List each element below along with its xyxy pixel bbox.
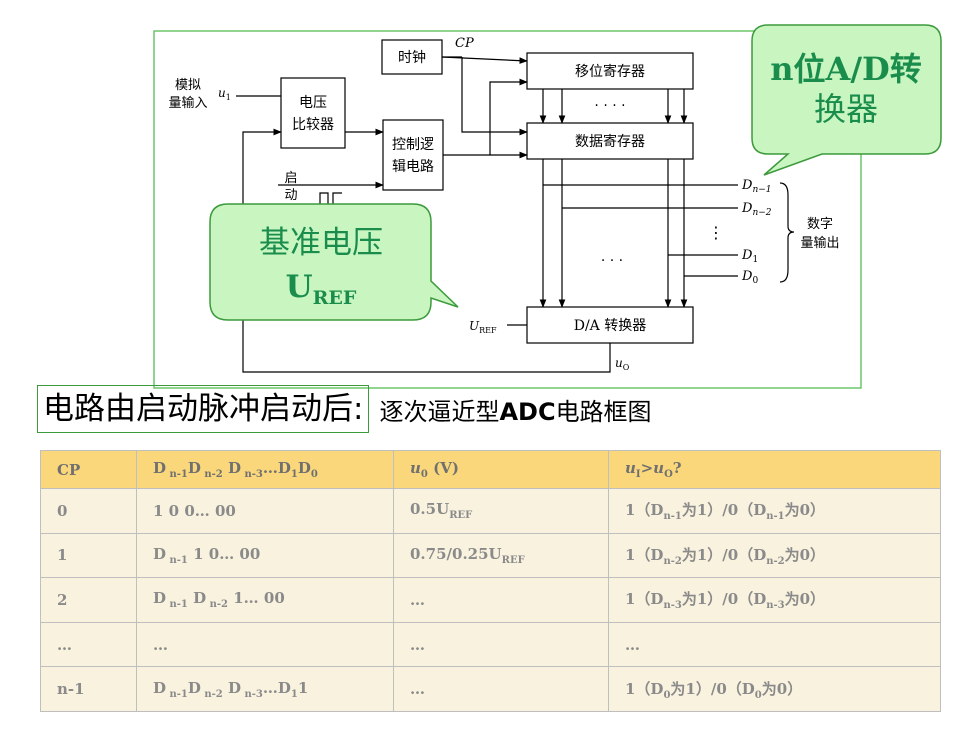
- ad-converter-callout: [751, 24, 942, 176]
- output-d0: D0: [741, 269, 758, 286]
- table-cell: …: [393, 621, 609, 668]
- caption-main: 电路由启动脉冲启动后:: [37, 385, 370, 433]
- clock-block: [381, 39, 443, 75]
- caption: 电路由启动脉冲启动后: 逐次逼近型ADC电路框图: [37, 385, 652, 433]
- table-cell: …: [393, 577, 609, 623]
- table-cell: …: [136, 621, 394, 668]
- analog-input-label-2: 量输入: [168, 95, 207, 111]
- comparator-label-1: 电压: [299, 95, 327, 111]
- table-header-cell: CP: [40, 450, 137, 489]
- data-register-block: [526, 122, 694, 160]
- table-cell: n-1: [40, 666, 137, 712]
- control-logic-block: [382, 119, 444, 191]
- output-d1: D1: [741, 248, 758, 265]
- cp-label: CP: [455, 36, 474, 51]
- control-logic-label-2: 辑电路: [392, 159, 434, 175]
- output-brace: [779, 182, 795, 283]
- diagram-frame: [153, 30, 862, 389]
- table-cell: 1（Dn-2为1）/0（Dn-2为0）: [608, 532, 941, 579]
- table-cell: …: [40, 621, 137, 668]
- start-label-1: 启: [284, 171, 297, 186]
- reference-voltage-callout: [209, 203, 459, 321]
- uo-label: uO: [615, 356, 630, 372]
- table-cell: 1: [40, 532, 137, 579]
- table-cell: 1 0 0… 00: [136, 488, 394, 534]
- caption-subtitle: 逐次逼近型ADC电路框图: [379, 397, 652, 426]
- table-cell: 1（Dn-1为1）/0（Dn-1为0）: [608, 488, 941, 534]
- output-dn2: Dn−2: [741, 201, 772, 218]
- shift-register-label: 移位寄存器: [575, 63, 645, 80]
- data-register-label: 数据寄存器: [575, 133, 645, 150]
- start-label-2: 动: [284, 188, 297, 203]
- table-cell: D n-1D n-2 D n-3…D11: [136, 666, 394, 712]
- table-cell: 1（D0为1）/0（D0为0）: [608, 666, 941, 712]
- output-vdots: ⋮: [708, 223, 724, 242]
- table-cell: 0.75/0.25UREF: [393, 532, 609, 579]
- u1-label: u1: [218, 86, 231, 102]
- comparator-block: [280, 77, 346, 149]
- shift-register-block: [526, 52, 694, 90]
- table-header-cell: uI>uO?: [608, 450, 941, 489]
- table-header-cell: u0 (V): [393, 450, 609, 489]
- dac-dots: · · ·: [601, 253, 623, 269]
- ad-converter-title-2: 换器: [814, 90, 878, 128]
- output-dn1: Dn−1: [741, 178, 772, 195]
- table-cell: 0: [40, 488, 137, 534]
- table-cell: …: [393, 666, 609, 712]
- table-header-cell: D n-1D n-2 D n-3…D1D0: [136, 450, 394, 489]
- clock-label: 时钟: [398, 49, 426, 66]
- control-logic-label-1: 控制逻: [392, 137, 434, 153]
- analog-input-label-1: 模拟: [175, 78, 201, 93]
- comparator-label-2: 比较器: [292, 117, 334, 133]
- output-label-1: 数字: [807, 217, 833, 232]
- ad-converter-title-1: n位A/D转: [770, 50, 922, 88]
- table-cell: D n-1 D n-2 1… 00: [136, 577, 394, 623]
- table-cell: 2: [40, 577, 137, 623]
- table-cell: 0.5UREF: [393, 488, 609, 534]
- uref-label: UREF: [469, 319, 497, 335]
- output-label-2: 量输出: [800, 235, 839, 251]
- table-cell: D n-1 1 0… 00: [136, 532, 394, 579]
- register-dots: · · · ·: [594, 98, 625, 114]
- table-cell: 1（Dn-3为1）/0（Dn-3为0）: [608, 577, 941, 623]
- reference-voltage-symbol: UREF: [286, 269, 357, 309]
- table-row: …………: [40, 621, 941, 668]
- adc-block-diagram: 时钟 CP 移位寄存器 数据寄存器 电压 比较器 控制逻 辑电路 D/A 转换器…: [153, 24, 942, 389]
- table-cell: …: [608, 621, 941, 668]
- reference-voltage-title: 基准电压: [259, 225, 383, 261]
- dac-label: D/A 转换器: [574, 317, 647, 334]
